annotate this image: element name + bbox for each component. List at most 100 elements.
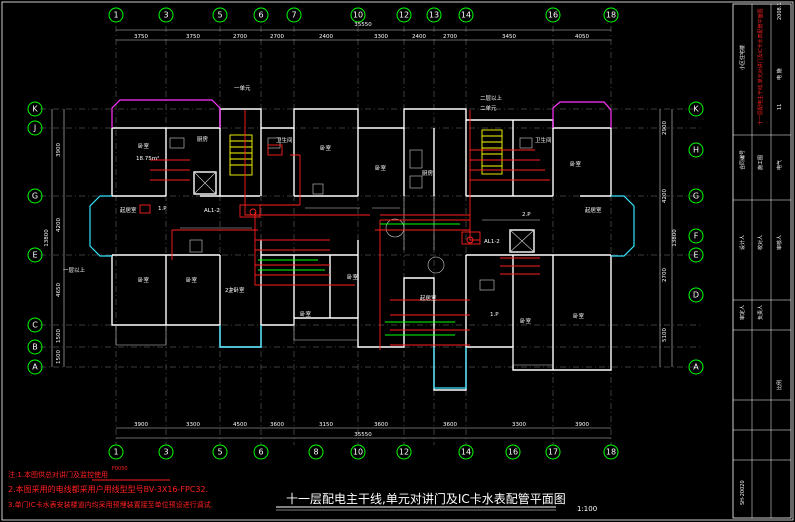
tb-row: 设计人	[739, 235, 746, 250]
dim-seg: 2700	[233, 34, 247, 40]
tb-drawing-name: 十一层配电主干线,单元对讲门及IC卡水表配管平面图	[757, 8, 764, 125]
bay-windows	[89, 195, 635, 389]
dim-seg: 4500	[233, 422, 247, 428]
room-label: 卧室	[320, 144, 332, 152]
room-label: 卧室	[186, 276, 198, 284]
tb-stage: 施工图	[757, 155, 764, 170]
drawing-title: 十一层配电主干线,单元对讲门及IC卡水表配管平面图 1:100	[276, 491, 597, 513]
dim-seg: 3900	[134, 422, 148, 428]
axis-label: 6	[258, 448, 263, 457]
axis-label: 18	[606, 448, 616, 457]
dim-seg: 2400	[412, 34, 426, 40]
axis-label: E	[693, 251, 698, 260]
axis-label: A	[32, 363, 38, 372]
note-1: 注:1.本图供总对讲门及监控使用	[8, 470, 108, 479]
dim-seg: 3150	[319, 422, 333, 428]
tb-row: 校对人	[757, 235, 764, 250]
tb-project: 小区住宅楼	[739, 45, 746, 70]
room-label: 卧室	[520, 317, 532, 325]
room-label: 卧室	[573, 312, 585, 320]
axis-label: 10	[353, 448, 363, 457]
area-label: 18.75m²	[136, 155, 159, 162]
dim-total-left: 13800	[44, 229, 50, 247]
grid-lines	[40, 26, 700, 445]
axis-label: 3	[163, 448, 168, 457]
axis-label: 6	[258, 11, 263, 20]
axis-label: 17	[548, 448, 558, 457]
dim-seg: 3300	[374, 34, 388, 40]
axis-label: 16	[508, 448, 518, 457]
title-scale: 1:100	[577, 505, 597, 513]
axis-label: G	[32, 192, 38, 201]
room-label: 卧室	[138, 142, 150, 150]
dim-seg: 3600	[443, 422, 457, 428]
dim-seg: 5100	[662, 328, 668, 342]
axis-label: H	[693, 146, 699, 155]
top-dimensions: 35550 3750 3750 2700 2700 2400 3300 2400…	[116, 22, 611, 41]
axis-label: E	[32, 251, 37, 260]
note-label: 二层以上	[480, 94, 503, 102]
dim-total-bottom: 35550	[354, 432, 372, 438]
tb-page: 比例	[776, 380, 783, 390]
panel-label: 1.P	[490, 312, 499, 318]
axis-label: 12	[399, 11, 409, 20]
axis-label: 5	[217, 448, 222, 457]
axis-label: 1	[113, 448, 118, 457]
room-label: 卫生间	[276, 136, 293, 144]
dim-seg: 3900	[56, 143, 62, 157]
axis-label: 3	[163, 11, 168, 20]
right-axis: 13800 2900 4200 2700 5100 K H G F E D A	[659, 101, 704, 375]
top-axis: 1 3 5 6 7 10 12 13 14 16 18	[108, 7, 619, 23]
dim-seg: 3450	[502, 34, 516, 40]
dim-total-top: 35550	[354, 22, 372, 28]
dim-seg: 4050	[575, 34, 589, 40]
axis-label: 10	[353, 11, 363, 20]
dim-seg: 4200	[662, 189, 668, 203]
room-label: 卧室	[375, 164, 387, 172]
room-label: 卫生间	[535, 136, 552, 144]
room-labels: 卧室 厨房 卫生间 卧室 卧室 厨房 卧室 起居室 起居室 卧室 卧室 主卧室 …	[63, 84, 602, 325]
axis-label: 13	[429, 11, 439, 20]
room-label: 卧室	[138, 276, 150, 284]
axis-label: G	[693, 192, 699, 201]
dim-seg: 1500	[56, 329, 62, 343]
axis-label: A	[693, 363, 699, 372]
axis-label: K	[32, 105, 38, 114]
dim-seg: 3300	[512, 422, 526, 428]
building-walls	[111, 108, 612, 391]
stairs	[229, 129, 503, 176]
axis-label: B	[32, 343, 38, 352]
room-label: 卧室	[300, 310, 312, 318]
panel-label: AL1-2	[484, 239, 500, 245]
dim-seg: 2900	[662, 121, 668, 135]
axis-label: 14	[461, 448, 471, 457]
tb-year: 2008.1	[777, 3, 783, 21]
room-label: 起居室	[120, 206, 137, 214]
dim-seg: 2400	[319, 34, 333, 40]
tb-sheet: 电 施	[776, 68, 783, 80]
dim-seg: 3900	[575, 422, 589, 428]
left-axis: 13800 3900 4200 4650 1500 1500 K J G E C…	[27, 101, 65, 375]
axis-label: C	[32, 321, 38, 330]
bottom-axis: 35550 3900 3300 4500 3600 3150 3600 3600…	[108, 422, 619, 460]
dim-seg: 2700	[662, 268, 668, 282]
dim-seg: 1500	[56, 350, 62, 364]
tb-row: 审核人	[776, 235, 783, 250]
panel-label: 1.P	[158, 206, 167, 212]
elevators	[193, 171, 535, 253]
tb-number: 11	[777, 104, 783, 110]
axis-label: 5	[217, 11, 222, 20]
tb-row: 负责人	[757, 305, 764, 320]
tb-row: 审定人	[739, 305, 746, 320]
axis-label: 12	[399, 448, 409, 457]
title-block: 小区住宅楼 十一层配电主干线,单元对讲门及IC卡水表配管平面图 2008.1 电…	[732, 3, 792, 519]
axis-label: 16	[548, 11, 558, 20]
axis-label: D	[693, 291, 699, 300]
room-label: 厨房	[197, 135, 209, 143]
title-main: 十一层配电主干线,单元对讲门及IC卡水表配管平面图	[286, 491, 566, 506]
balconies	[111, 99, 612, 128]
axis-label: 7	[291, 11, 296, 20]
wiring	[139, 110, 550, 350]
